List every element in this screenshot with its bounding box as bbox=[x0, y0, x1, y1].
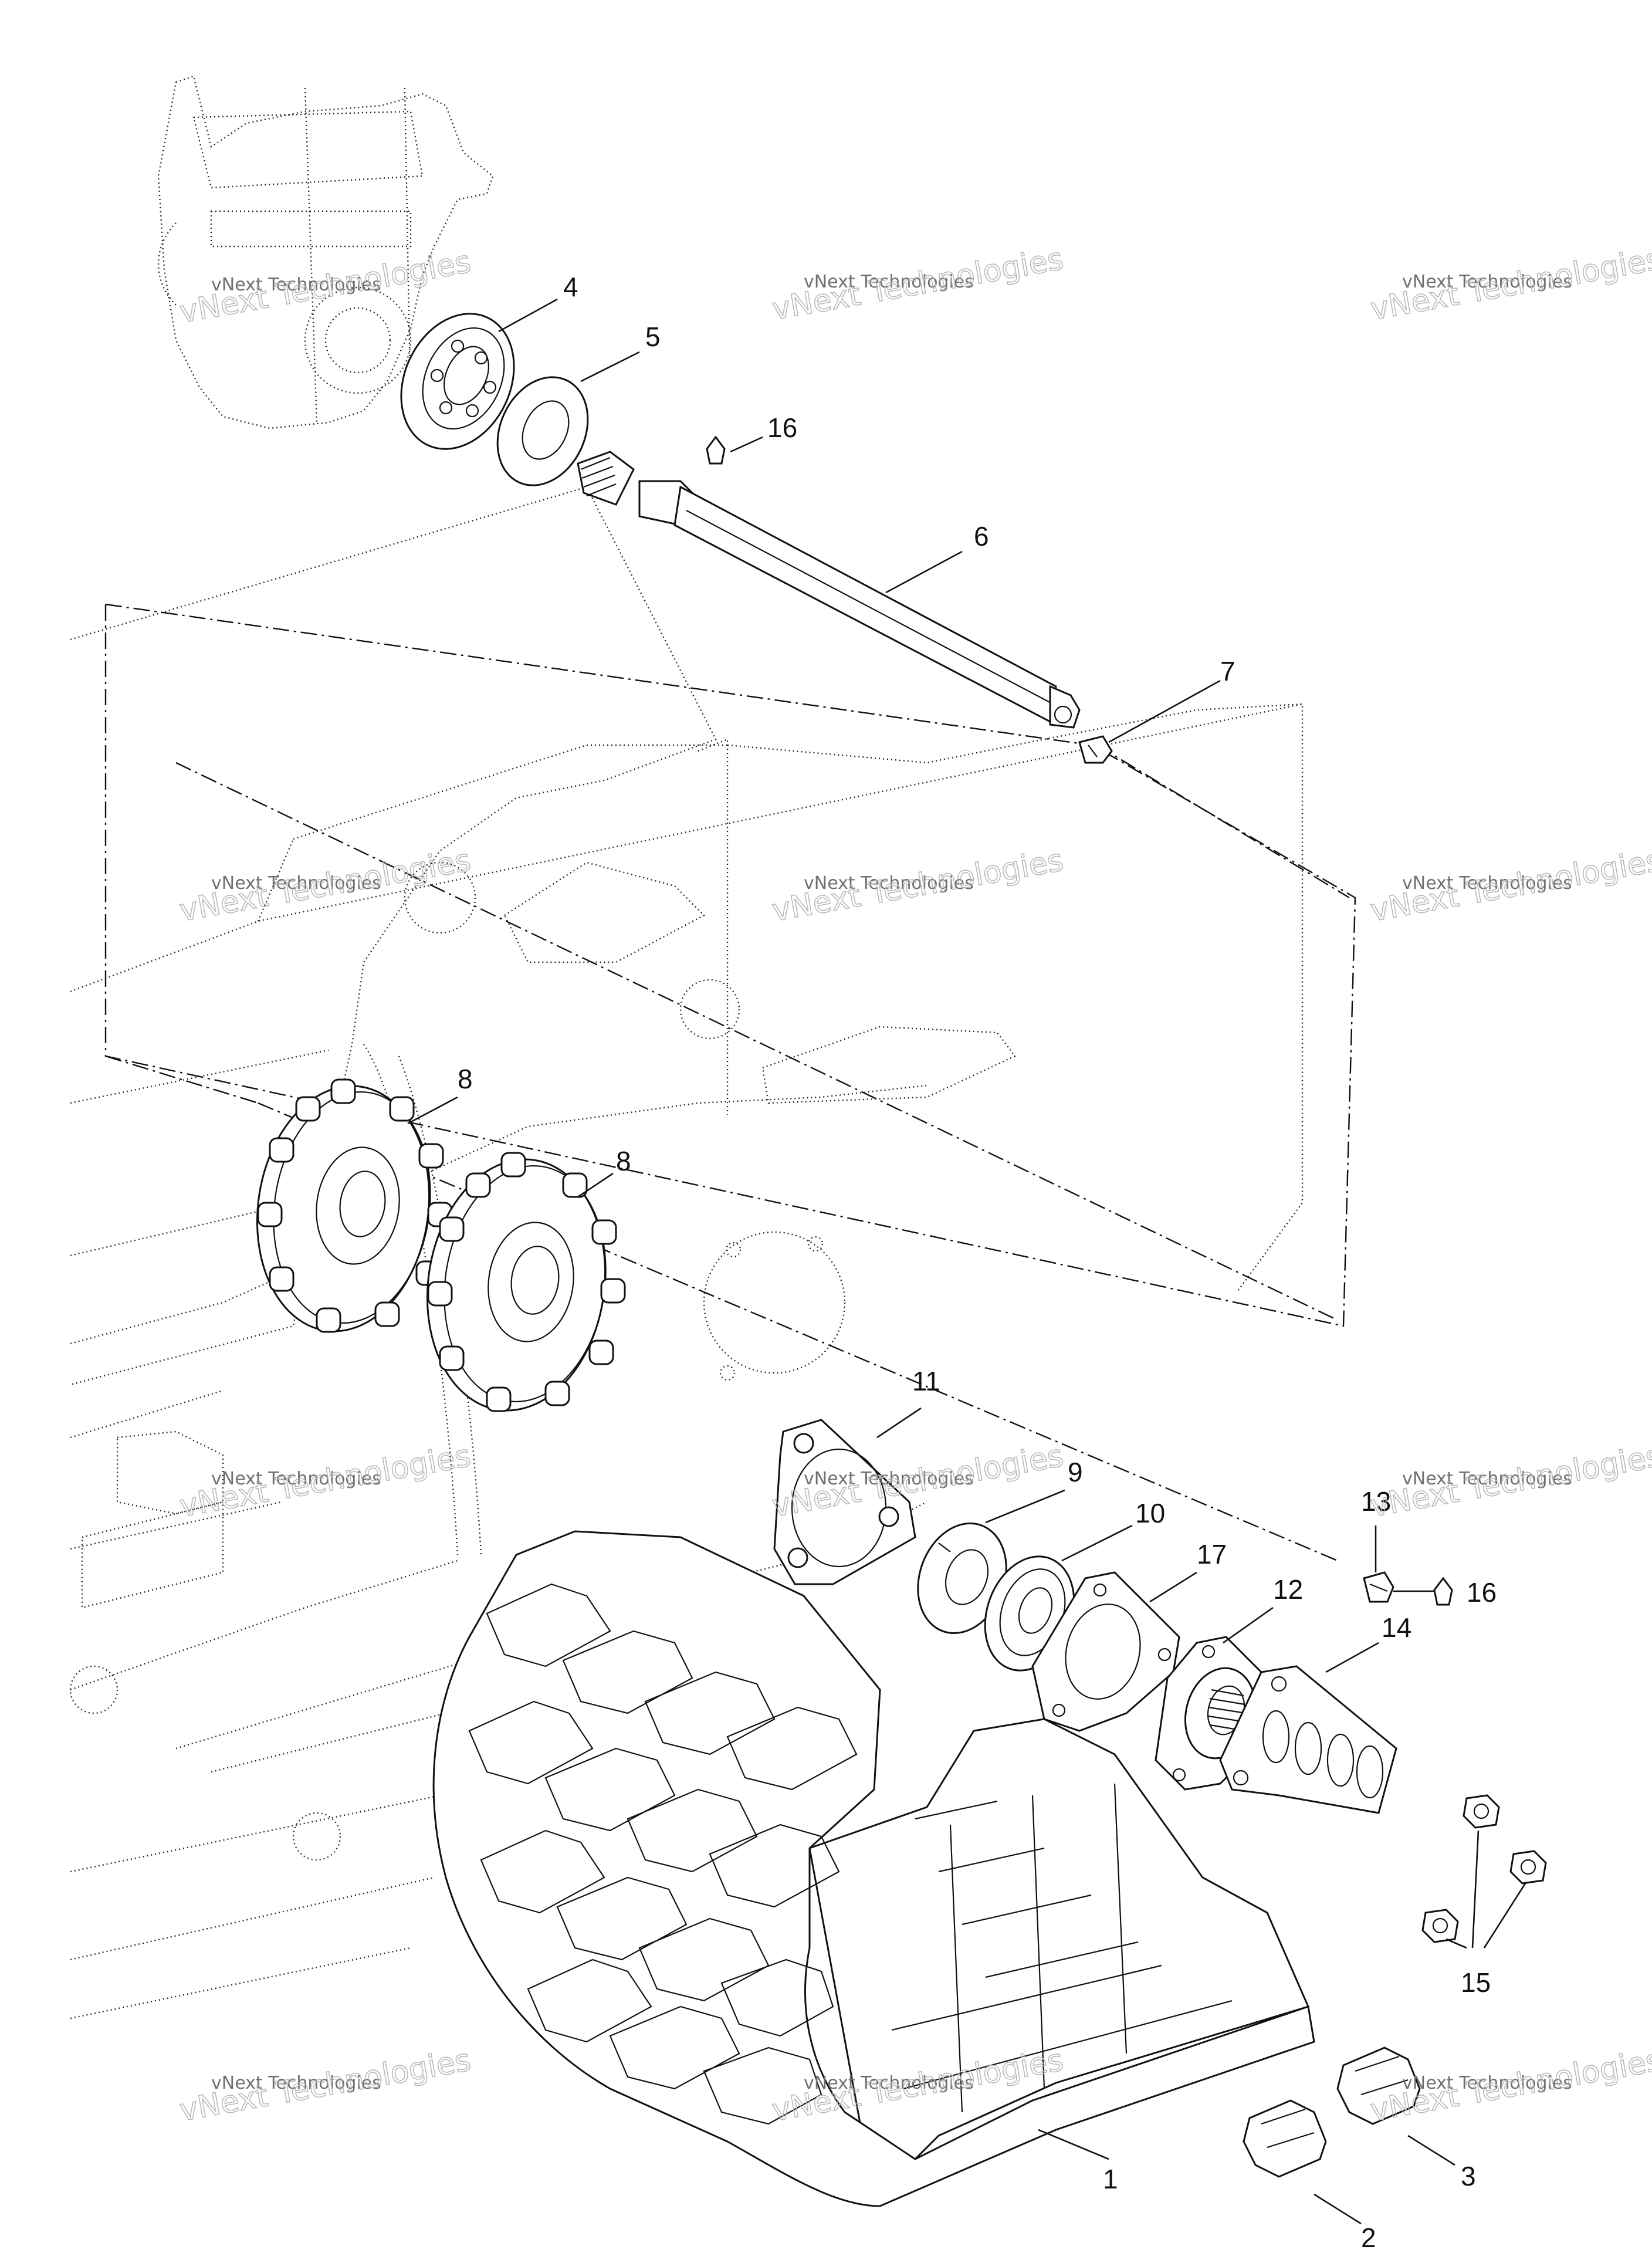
callout-1: 1 bbox=[1103, 2164, 1118, 2194]
nut-1 bbox=[1463, 1794, 1500, 1829]
watermark-9: vNext Technologies vNext Technologies bbox=[1367, 1438, 1652, 1525]
part-5-washer bbox=[496, 376, 589, 486]
watermark-2: vNext Technologies vNext Technologies bbox=[769, 241, 1067, 328]
svg-text:vNext Technologies: vNext Technologies bbox=[770, 843, 1066, 928]
part-11-bearing-housing bbox=[773, 1419, 916, 1585]
callout-3: 3 bbox=[1461, 2161, 1476, 2191]
watermark-10: vNext Technologies vNext Technologies bbox=[177, 2042, 474, 2129]
part-13-screw bbox=[1363, 1571, 1394, 1603]
svg-text:vNext Technologies: vNext Technologies bbox=[804, 2073, 974, 2093]
part-4-bearing bbox=[400, 313, 515, 450]
part-9-locking-collar bbox=[917, 1522, 1007, 1635]
part-1-track bbox=[432, 1530, 1315, 2207]
callout-6: 6 bbox=[974, 521, 989, 552]
watermark-3: vNext Technologies vNext Technologies bbox=[1367, 241, 1652, 328]
part-16-grease-fitting-upper bbox=[706, 435, 726, 465]
callout-9: 9 bbox=[1068, 1457, 1083, 1487]
callout-17: 17 bbox=[1197, 1539, 1227, 1569]
svg-text:vNext Technologies: vNext Technologies bbox=[804, 1469, 974, 1489]
svg-text:vNext Technologies: vNext Technologies bbox=[804, 272, 974, 292]
callout-13: 13 bbox=[1361, 1486, 1391, 1517]
svg-text:vNext Technologies: vNext Technologies bbox=[1402, 272, 1572, 292]
callout-15: 15 bbox=[1461, 1967, 1491, 1998]
callout-7: 7 bbox=[1220, 656, 1235, 686]
callout-10: 10 bbox=[1135, 1498, 1165, 1528]
svg-text:vNext Technologies: vNext Technologies bbox=[804, 873, 974, 894]
part-7-clip bbox=[1078, 735, 1113, 764]
svg-text:vNext Technologies: vNext Technologies bbox=[1402, 2073, 1572, 2093]
part-14-adjuster-plate bbox=[1219, 1665, 1397, 1814]
callout-labels: 4 5 16 6 7 8 8 11 9 10 17 12 13 16 14 15… bbox=[458, 272, 1497, 2253]
svg-text:vNext Technologies: vNext Technologies bbox=[177, 2042, 473, 2128]
nut-2 bbox=[1509, 1850, 1547, 1885]
part-8-sprocket-b bbox=[426, 1152, 626, 1412]
assembly-centerlines bbox=[104, 603, 1356, 1562]
watermark-4: vNext Technologies vNext Technologies bbox=[177, 843, 474, 929]
callout-12: 12 bbox=[1273, 1574, 1303, 1605]
callout-2: 2 bbox=[1361, 2222, 1376, 2253]
part-2-clip bbox=[1243, 2099, 1327, 2178]
part-6-drive-axle bbox=[577, 451, 1081, 729]
callout-14: 14 bbox=[1382, 1612, 1411, 1643]
nut-3 bbox=[1421, 1909, 1459, 1943]
gearcase-housing bbox=[157, 75, 494, 429]
watermark-6: vNext Technologies vNext Technologies bbox=[1367, 843, 1652, 929]
svg-text:vNext Technologies: vNext Technologies bbox=[211, 1469, 381, 1489]
part-8-sprocket-a bbox=[256, 1078, 453, 1333]
svg-text:vNext Technologies: vNext Technologies bbox=[211, 873, 381, 894]
callout-11: 11 bbox=[912, 1366, 940, 1396]
svg-text:vNext Technologies: vNext Technologies bbox=[177, 1438, 473, 1524]
watermark-5: vNext Technologies vNext Technologies bbox=[769, 843, 1067, 929]
svg-text:vNext Technologies: vNext Technologies bbox=[211, 275, 381, 295]
part-15-nuts bbox=[1421, 1794, 1547, 1943]
svg-text:vNext Technologies: vNext Technologies bbox=[177, 843, 473, 928]
callout-8a: 8 bbox=[458, 1064, 473, 1094]
part-16-grease-fitting-lower bbox=[1393, 1577, 1453, 1606]
callout-4: 4 bbox=[563, 272, 578, 302]
callout-16-lower: 16 bbox=[1467, 1577, 1497, 1608]
callout-8b: 8 bbox=[616, 1146, 631, 1176]
callout-16-upper: 16 bbox=[767, 412, 797, 443]
watermark-12: vNext Technologies vNext Technologies bbox=[1367, 2042, 1652, 2129]
callout-5: 5 bbox=[645, 322, 661, 352]
watermark-7: vNext Technologies vNext Technologies bbox=[177, 1438, 474, 1525]
leader-lines bbox=[407, 298, 1526, 2225]
part-3-clip bbox=[1336, 2046, 1421, 2125]
watermark-1: vNext Technologies vNext Technologies bbox=[177, 244, 474, 331]
svg-text:vNext Technologies: vNext Technologies bbox=[211, 2073, 381, 2093]
svg-text:vNext Technologies: vNext Technologies bbox=[1402, 873, 1572, 894]
svg-text:vNext Technologies: vNext Technologies bbox=[1402, 1469, 1572, 1489]
part-17-plate bbox=[1031, 1571, 1180, 1732]
svg-text:vNext Technologies: vNext Technologies bbox=[177, 244, 473, 330]
svg-text:vNext Technologies: vNext Technologies bbox=[770, 241, 1066, 327]
